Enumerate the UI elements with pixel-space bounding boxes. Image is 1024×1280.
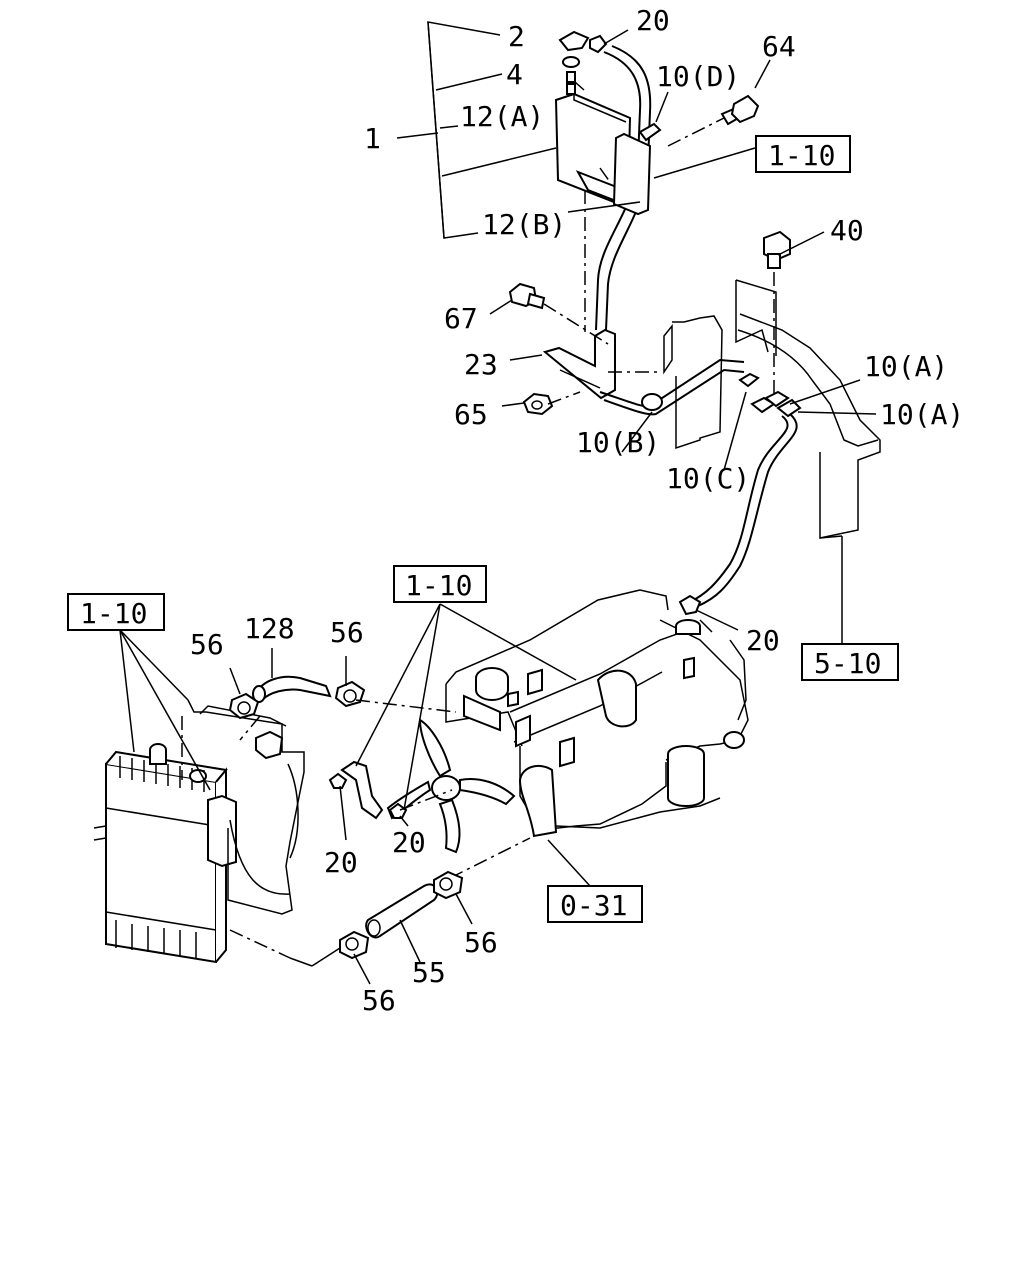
ref-label: 1-10 xyxy=(768,139,835,172)
ref-box-0-31: 0-31 xyxy=(547,885,643,923)
label-23: 23 xyxy=(464,348,498,381)
label-20-mid: 20 xyxy=(746,624,780,657)
label-1: 1 xyxy=(364,122,381,155)
label-2: 2 xyxy=(508,20,525,53)
label-56-b: 56 xyxy=(330,616,364,649)
label-10a-1: 10(A) xyxy=(864,350,948,383)
label-56-a: 56 xyxy=(190,628,224,661)
ref-label: 1-10 xyxy=(80,597,147,630)
bracket-and-lines xyxy=(489,230,881,648)
label-55: 55 xyxy=(412,956,446,989)
label-10d: 10(D) xyxy=(656,60,740,93)
label-10c: 10(C) xyxy=(666,462,750,495)
ref-box-1-10-top: 1-10 xyxy=(755,135,851,173)
label-67: 67 xyxy=(444,302,478,335)
ref-box-1-10-mid: 1-10 xyxy=(393,565,487,603)
label-56-d: 56 xyxy=(362,984,396,1017)
part-labels: 2 4 1 12(A) 12(B) 20 10(D) 64 40 67 23 6… xyxy=(190,4,964,1017)
label-20-c: 20 xyxy=(392,826,426,859)
label-128: 128 xyxy=(244,612,295,645)
ref-box-1-10-left: 1-10 xyxy=(67,593,165,631)
ref-label: 0-31 xyxy=(560,889,627,922)
label-12a: 12(A) xyxy=(460,100,544,133)
label-40: 40 xyxy=(830,214,864,247)
ref-box-5-10: 5-10 xyxy=(801,643,899,681)
engine-assembly xyxy=(228,589,749,879)
label-20-l: 20 xyxy=(324,846,358,879)
label-4: 4 xyxy=(506,58,523,91)
label-12b: 12(B) xyxy=(482,208,566,241)
ref-label: 1-10 xyxy=(405,569,472,602)
label-64: 64 xyxy=(762,30,796,63)
label-10b: 10(B) xyxy=(576,426,660,459)
label-20-top: 20 xyxy=(636,4,670,37)
reservoir-tank-assembly xyxy=(396,21,771,332)
ref-label: 5-10 xyxy=(814,647,881,680)
label-65: 65 xyxy=(454,398,488,431)
radiator-assembly xyxy=(93,699,341,967)
label-56-c: 56 xyxy=(464,926,498,959)
lower-hose-assembly xyxy=(339,870,464,960)
label-10a-2: 10(A) xyxy=(880,398,964,431)
leader-lines xyxy=(119,603,591,985)
